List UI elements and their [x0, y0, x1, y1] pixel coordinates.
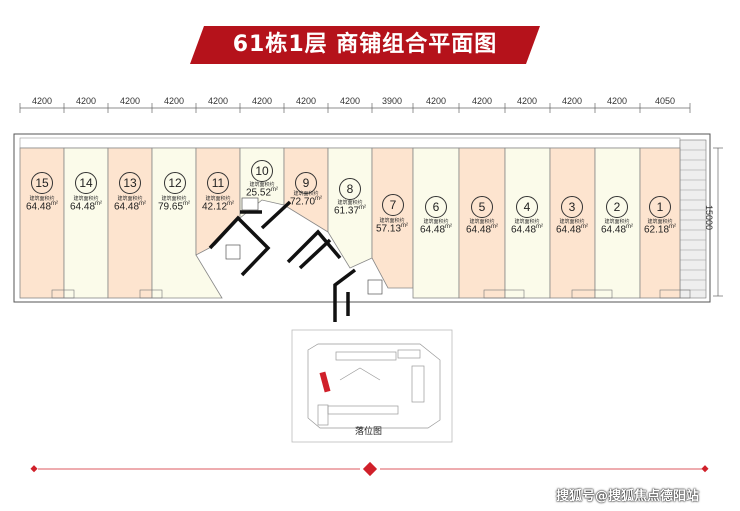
dim-top-7: 4200	[295, 96, 317, 106]
shop-number: 9	[295, 172, 317, 194]
shop-3-room	[549, 147, 596, 299]
shop-area: 79.65m²	[157, 201, 191, 213]
shop-area-label: 建筑面积约	[29, 196, 55, 202]
shop-area-label: 建筑面积约	[205, 196, 231, 202]
shop-area-label: 建筑面积约	[379, 218, 405, 224]
shop-area: 62.18m²	[643, 224, 677, 236]
dim-top-1: 4200	[31, 96, 53, 106]
shop-4-room	[504, 147, 551, 299]
shop-14-room	[63, 147, 109, 299]
shop-number: 5	[471, 196, 493, 218]
shop-area: 64.48m²	[555, 224, 589, 236]
page-title: 61栋1层 商铺组合平面图	[232, 32, 498, 57]
shop-number: 14	[75, 172, 97, 194]
shop-area: 72.70m²	[289, 196, 323, 208]
shop-area: 64.48m²	[510, 224, 544, 236]
watermark: 搜狐号@搜狐焦点德阳站	[556, 489, 700, 504]
shop-number: 15	[31, 172, 53, 194]
core-walls	[208, 200, 357, 322]
dim-top-2: 4200	[75, 96, 97, 106]
dim-top-14: 4200	[606, 96, 628, 106]
shop-number: 3	[561, 196, 583, 218]
dim-top-9: 3900	[381, 96, 403, 106]
shop-area-label: 建筑面积约	[337, 200, 363, 206]
dim-top-4: 4200	[163, 96, 185, 106]
shop-area: 57.13m²	[375, 223, 409, 235]
shop-area: 64.48m²	[419, 224, 453, 236]
shop-area-label: 建筑面积约	[73, 196, 99, 202]
shop-13-room	[107, 147, 153, 299]
shop-number: 10	[251, 160, 273, 182]
shop-area-label: 建筑面积约	[117, 196, 143, 202]
shop-area: 64.48m²	[600, 224, 634, 236]
shop-2-room	[594, 147, 641, 299]
shop-6-room	[412, 147, 460, 299]
shop-7-room	[371, 147, 414, 289]
shop-number: 4	[516, 196, 538, 218]
shop-15-room	[19, 147, 65, 299]
shop-number: 12	[164, 172, 186, 194]
shop-number: 7	[382, 194, 404, 216]
shop-number: 8	[339, 178, 361, 200]
dimension-ticks	[19, 103, 691, 113]
shop-area-label: 建筑面积约	[249, 182, 275, 188]
inset-label: 落位图	[355, 426, 383, 436]
shop-area: 42.12m²	[201, 201, 235, 213]
dim-top-3: 4200	[119, 96, 141, 106]
dim-top-6: 4200	[251, 96, 273, 106]
shop-area: 61.37m²	[333, 205, 367, 217]
shop-area-label: 建筑面积约	[647, 219, 673, 225]
shop-area: 64.48m²	[465, 224, 499, 236]
shop-area-label: 建筑面积约	[293, 191, 319, 197]
dim-top-15: 4050	[654, 96, 676, 106]
shop-area: 64.48m²	[25, 201, 59, 213]
shop-1-room	[639, 147, 681, 299]
dim-top-8: 4200	[339, 96, 361, 106]
shop-number: 1	[649, 196, 671, 218]
dim-top-13: 4200	[561, 96, 583, 106]
shop-number: 11	[207, 172, 229, 194]
inset-location-marker	[319, 371, 331, 393]
shop-number: 2	[606, 196, 628, 218]
shop-area-label: 建筑面积约	[161, 196, 187, 202]
dim-top-11: 4200	[471, 96, 493, 106]
dim-top-10: 4200	[425, 96, 447, 106]
shop-area: 25.52m²	[245, 187, 279, 199]
shop-area-label: 建筑面积约	[423, 219, 449, 225]
shop-area-label: 建筑面积约	[514, 219, 540, 225]
shop-5-room	[458, 147, 506, 299]
shop-area-label: 建筑面积约	[559, 219, 585, 225]
shop-area: 64.48m²	[69, 201, 103, 213]
dim-top-12: 4200	[516, 96, 538, 106]
dim-side: 15000	[704, 205, 714, 231]
shop-area-label: 建筑面积约	[469, 219, 495, 225]
shop-area-label: 建筑面积约	[604, 219, 630, 225]
shop-8-room	[327, 147, 373, 269]
dim-top-5: 4200	[207, 96, 229, 106]
shop-number: 13	[119, 172, 141, 194]
shop-number: 6	[425, 196, 447, 218]
shop-area: 64.48m²	[113, 201, 147, 213]
title-banner	[190, 26, 540, 64]
